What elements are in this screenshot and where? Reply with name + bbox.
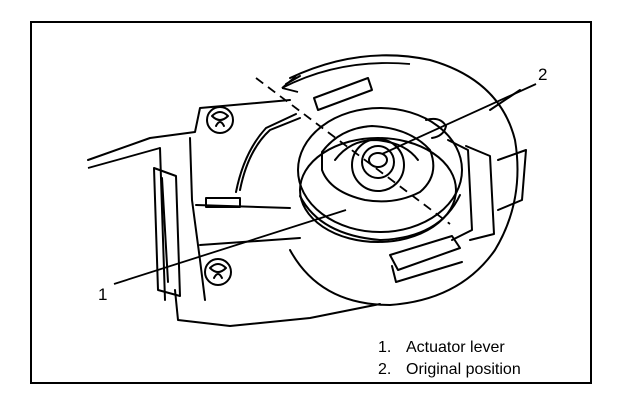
figure-legend: 1. Actuator lever 2. Original position <box>378 337 521 381</box>
bracket <box>153 167 181 297</box>
outer-ring <box>289 54 519 306</box>
housing-lower <box>174 289 381 327</box>
legend-text: Original position <box>406 361 521 378</box>
legend-text: Actuator lever <box>406 339 505 356</box>
axis-line-dashed <box>255 77 451 225</box>
legend-item: 1. Actuator lever <box>378 337 521 359</box>
upper-tab <box>313 77 373 111</box>
housing-outline <box>87 99 291 161</box>
actuator-lever <box>321 125 435 203</box>
legend-item: 2. Original position <box>378 359 521 381</box>
legend-number: 2. <box>378 361 392 378</box>
hub <box>351 138 405 192</box>
leader-line-left <box>87 147 161 169</box>
drum <box>297 107 463 233</box>
leader-line-2 <box>381 83 537 155</box>
callout-1: 1 <box>98 285 107 304</box>
bottom-screw <box>204 258 232 286</box>
leader-line-1 <box>113 209 347 285</box>
legend-number: 1. <box>378 339 392 356</box>
rotation-arrow <box>281 62 411 89</box>
cable <box>239 117 301 191</box>
callout-2: 2 <box>538 65 547 84</box>
top-screw <box>206 106 234 134</box>
lower-tab <box>389 235 461 271</box>
